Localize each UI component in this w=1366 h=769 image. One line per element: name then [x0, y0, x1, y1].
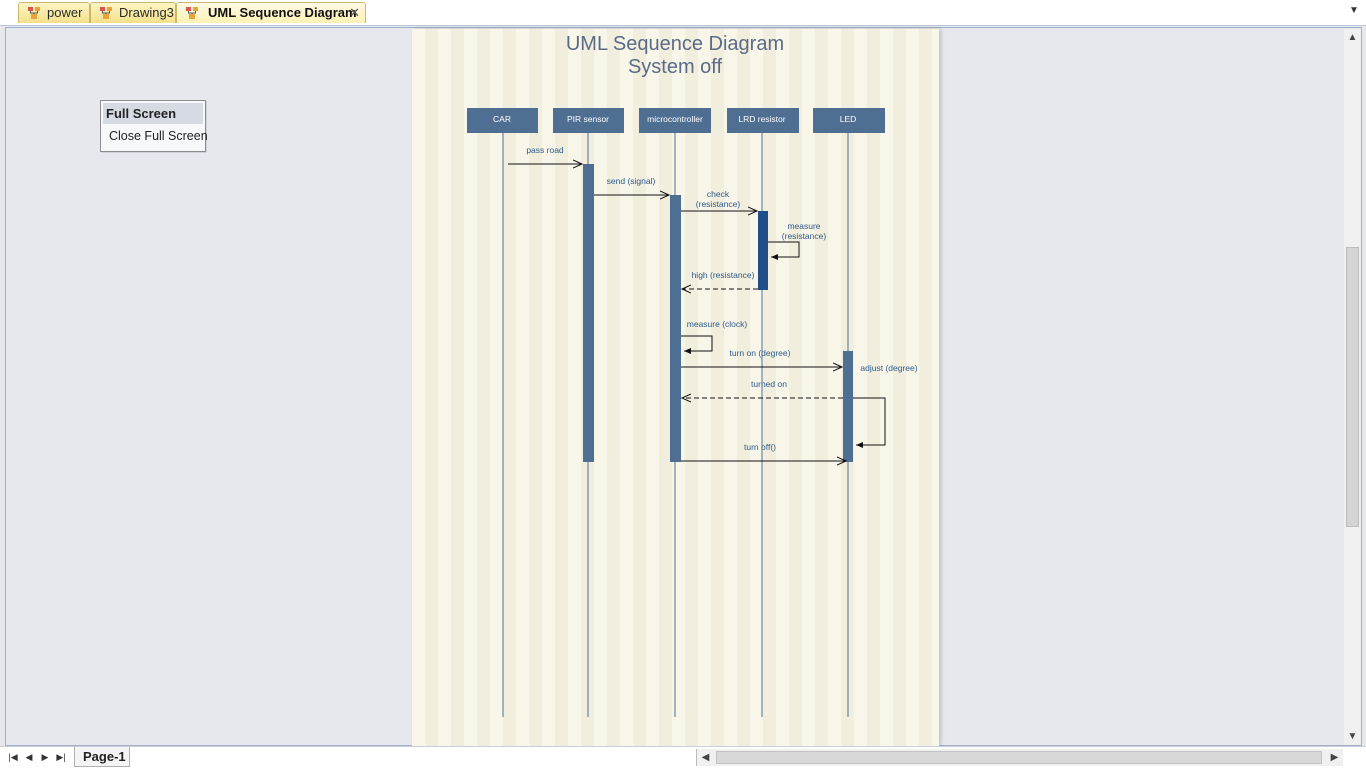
first-page-icon[interactable]: |◀	[8, 752, 18, 762]
scroll-down-icon[interactable]: ▼	[1347, 731, 1358, 742]
lifeline-box-microcontroller[interactable]	[639, 108, 711, 133]
diagram-title: UML Sequence Diagram	[566, 33, 784, 55]
last-page-icon[interactable]: ▶|	[56, 752, 66, 762]
tab-power[interactable]: power	[18, 2, 90, 23]
lifeline-label: LRD resistor	[738, 114, 785, 124]
scroll-right-icon[interactable]: ▶	[1330, 752, 1339, 763]
tab-uml-sequence-diagram[interactable]: UML Sequence Diagram ✕	[176, 2, 366, 23]
message-label: pass road	[526, 145, 564, 155]
message-label: check	[707, 189, 730, 199]
lifeline-box-pir-sensor[interactable]	[553, 108, 624, 133]
lifeline-box-lrd-resistor[interactable]	[727, 108, 799, 133]
message-label: adjust (degree)	[860, 363, 917, 373]
message-label: turn off()	[744, 442, 776, 452]
scroll-left-icon[interactable]: ◀	[701, 752, 710, 763]
tab-label: power	[47, 5, 83, 20]
chevron-down-icon[interactable]: ▼	[1349, 5, 1359, 16]
lifeline-box-car[interactable]	[467, 108, 538, 133]
scroll-up-icon[interactable]: ▲	[1347, 32, 1358, 43]
prev-page-icon[interactable]: ◀	[25, 752, 33, 762]
lifeline-label: CAR	[493, 114, 511, 124]
message-label: send (signal)	[607, 176, 656, 186]
message-measure-resistance[interactable]	[768, 241, 800, 260]
horizontal-scrollbar[interactable]: ◀ ▶	[696, 749, 1343, 766]
full-screen-toolbar: Full Screen Close Full Screen	[100, 100, 208, 152]
page-navigation-bar: |◀ ◀ ▶ ▶| Page-1 ◀ ▶	[0, 746, 1366, 769]
tab-page-1[interactable]: Page-1	[74, 747, 130, 767]
message-label: (resistance)	[696, 199, 741, 209]
diagram-file-icon	[186, 7, 198, 19]
lifeline-label: PIR sensor	[567, 114, 609, 124]
diagram-page[interactable]: UML Sequence Diagram System off CAR PIR …	[412, 29, 939, 746]
tab-label: Drawing3	[119, 5, 174, 20]
message-label: (resistance)	[782, 231, 827, 241]
message-label: high (resistance)	[692, 270, 755, 280]
close-full-screen-button[interactable]: Close Full Screen	[109, 129, 208, 143]
tab-label: UML Sequence Diagram	[208, 5, 357, 20]
document-tab-bar: power Drawing3 UML Sequence Diagram ✕ ▼	[0, 0, 1366, 26]
lifeline-label: LED	[840, 114, 857, 124]
lifeline-box-led[interactable]	[813, 108, 885, 133]
message-adjust-degree[interactable]	[853, 397, 886, 448]
close-icon[interactable]: ✕	[349, 5, 360, 20]
vertical-scroll-thumb[interactable]	[1346, 247, 1359, 527]
message-label: measure (clock)	[687, 319, 748, 329]
activation-led[interactable]	[843, 351, 853, 462]
diagram-file-icon	[28, 7, 40, 19]
horizontal-scroll-thumb[interactable]	[716, 751, 1322, 764]
activation-pir-sensor[interactable]	[583, 164, 594, 462]
next-page-icon[interactable]: ▶	[41, 752, 49, 762]
tab-drawing3[interactable]: Drawing3	[90, 2, 176, 23]
full-screen-title: Full Screen	[103, 103, 203, 124]
message-label: turned on	[751, 379, 787, 389]
sequence-diagram: UML Sequence Diagram System off CAR PIR …	[467, 33, 918, 717]
lifeline-label: microcontroller	[647, 114, 703, 124]
activation-microcontroller[interactable]	[670, 195, 681, 462]
message-label: turn on (degree)	[730, 348, 791, 358]
message-measure-clock[interactable]	[681, 335, 713, 354]
diagram-subtitle: System off	[628, 56, 723, 78]
activation-lrd-resistor[interactable]	[758, 211, 768, 290]
diagram-file-icon	[100, 7, 112, 19]
vertical-scrollbar[interactable]: ▲ ▼	[1344, 29, 1361, 745]
message-label: measure	[787, 221, 820, 231]
